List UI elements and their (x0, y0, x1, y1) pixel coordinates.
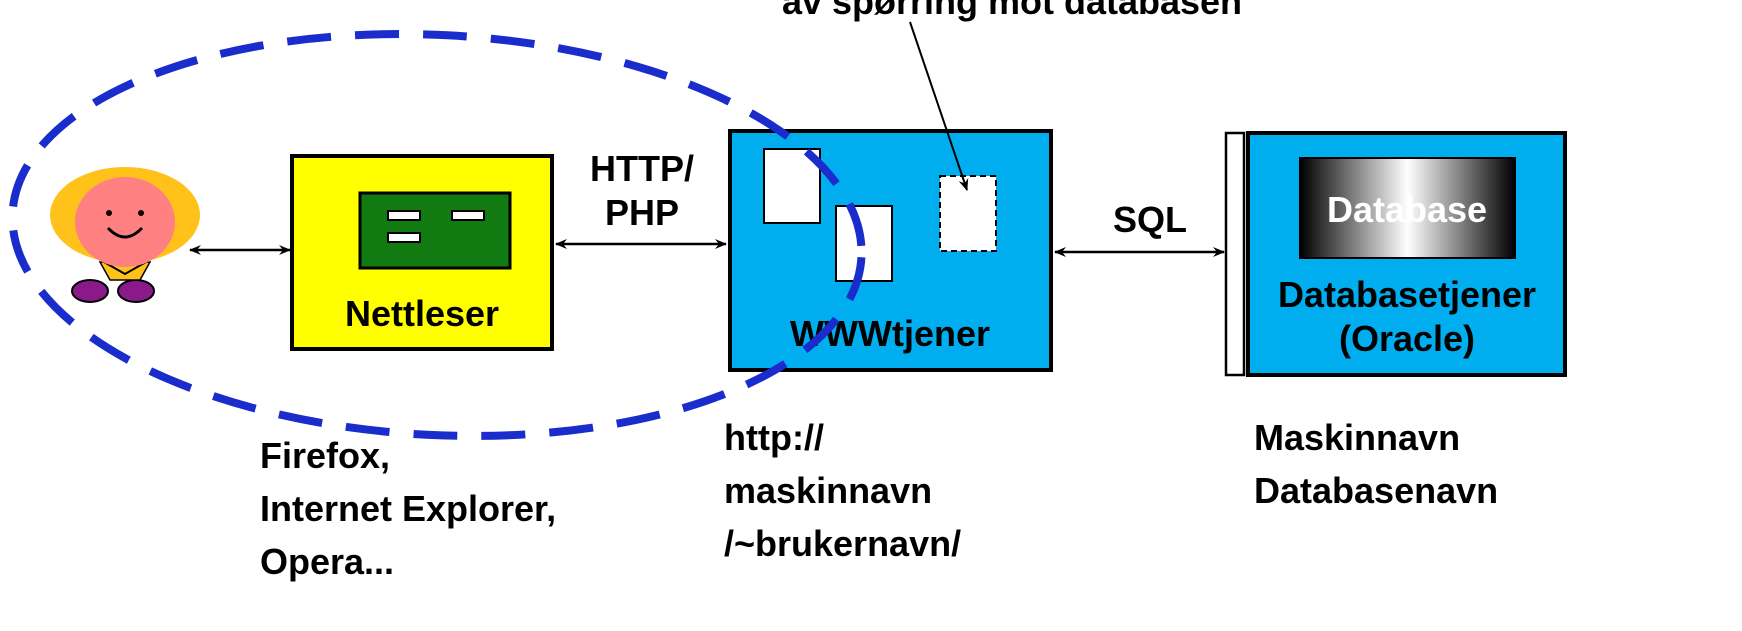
webserver-url-line3: /~brukernavn/ (724, 523, 961, 564)
protocol-label-line1: HTTP/ (590, 148, 694, 189)
dbserver-detail-line2: Databasenavn (1254, 470, 1498, 511)
protocol-label-line2: PHP (605, 192, 679, 233)
browser-examples-line2: Internet Explorer, (260, 488, 556, 529)
dbserver-label-line2: (Oracle) (1339, 318, 1475, 359)
user-figure-icon (50, 167, 200, 303)
database-label: Database (1327, 189, 1487, 230)
dbserver-side-panel (1224, 131, 1246, 377)
browser-window-icon (358, 191, 512, 270)
browser-examples-line3: Opera... (260, 541, 394, 582)
database-icon (1299, 157, 1516, 259)
dbserver-detail-line1: Maskinnavn (1254, 417, 1460, 458)
web-page-icon (763, 148, 821, 224)
query-caption: av spørring mot databasen (782, 0, 1242, 22)
caption-pointer-arrow (909, 21, 969, 191)
sql-label: SQL (1113, 199, 1187, 240)
browser-label: Nettleser (345, 293, 499, 334)
dbserver-label-line1: Databasetjener (1278, 274, 1536, 315)
webserver-url-line1: http:// (724, 417, 824, 458)
dbserver-box: Database Databasetjener (Oracle) (1224, 131, 1567, 377)
browser-examples-line1: Firefox, (260, 435, 390, 476)
webserver-box: WWWtjener (728, 129, 1053, 372)
browser-box: Nettleser (290, 154, 554, 351)
webserver-url-line2: maskinnavn (724, 470, 932, 511)
query-result-page-icon (939, 175, 997, 252)
